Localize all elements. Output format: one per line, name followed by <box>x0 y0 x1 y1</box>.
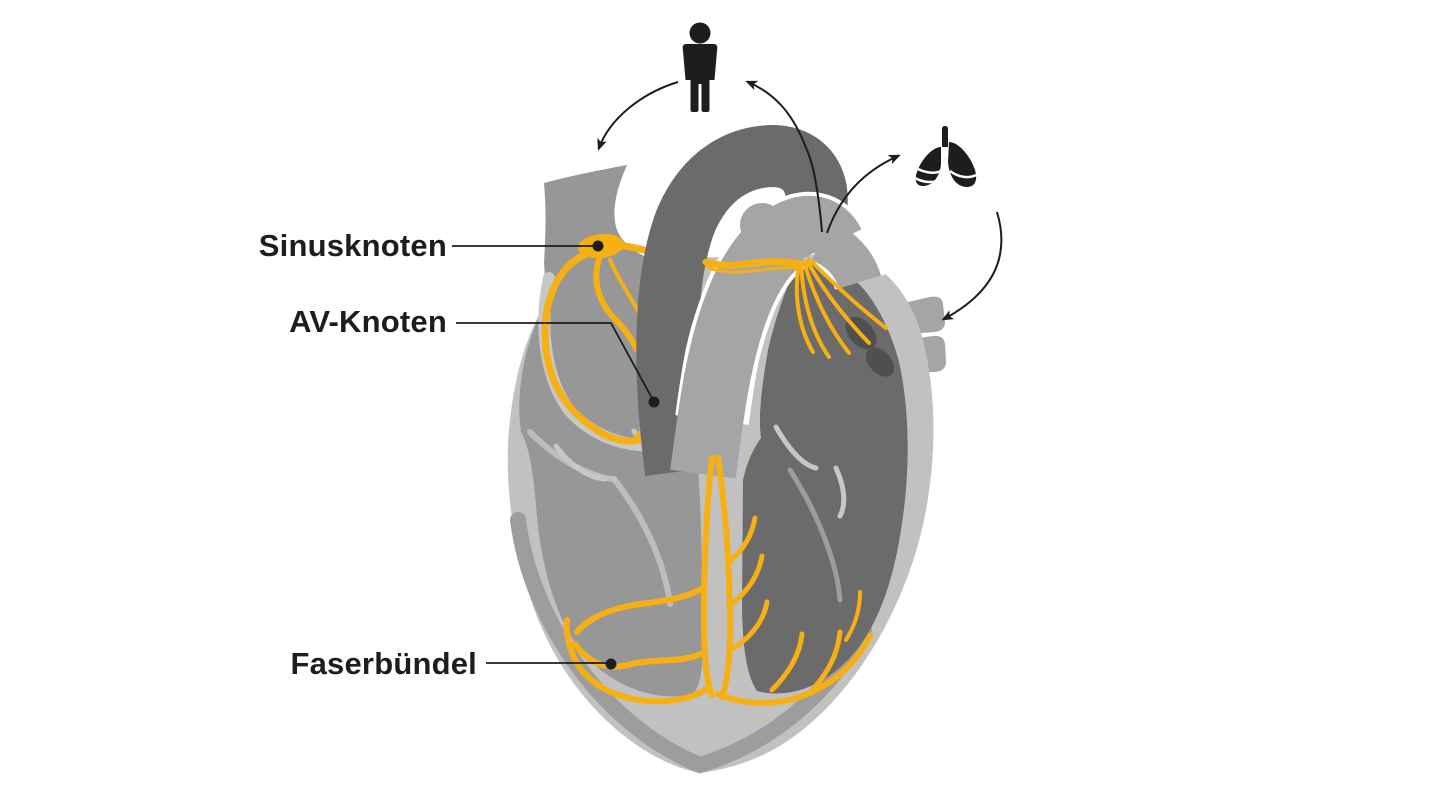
av-node-marker-dot <box>648 396 660 408</box>
arrow-body-to-heart <box>597 81 679 151</box>
fibre-marker-dot <box>605 658 617 670</box>
label-sinus-node: Sinusknoten <box>258 228 447 263</box>
arrow-heart-to-lungs <box>826 154 901 234</box>
pulmonary-artery <box>670 191 885 479</box>
aorta <box>636 124 848 477</box>
right-atrium-fibres <box>794 258 888 359</box>
label-av-node: AV-Knoten <box>289 304 447 339</box>
sinus-node-marker-dot <box>592 240 604 252</box>
right-atrium-spot <box>865 347 895 377</box>
right-chambers <box>742 260 908 694</box>
leader-lines <box>452 240 660 670</box>
left-chambers-and-vena-cava <box>519 165 703 697</box>
arrow-lungs-to-heart <box>941 211 1003 321</box>
conduction-front-pathways <box>563 258 888 706</box>
lungs-icon <box>914 126 977 187</box>
circulation-arrows <box>597 80 1003 321</box>
label-fibre-bundles: Faserbündel <box>290 646 477 681</box>
fibre-bundles <box>563 455 873 706</box>
heart-apex-shading <box>510 512 872 774</box>
person-icon <box>682 22 718 112</box>
arrow-heart-to-body <box>745 80 823 233</box>
heart <box>507 124 946 774</box>
